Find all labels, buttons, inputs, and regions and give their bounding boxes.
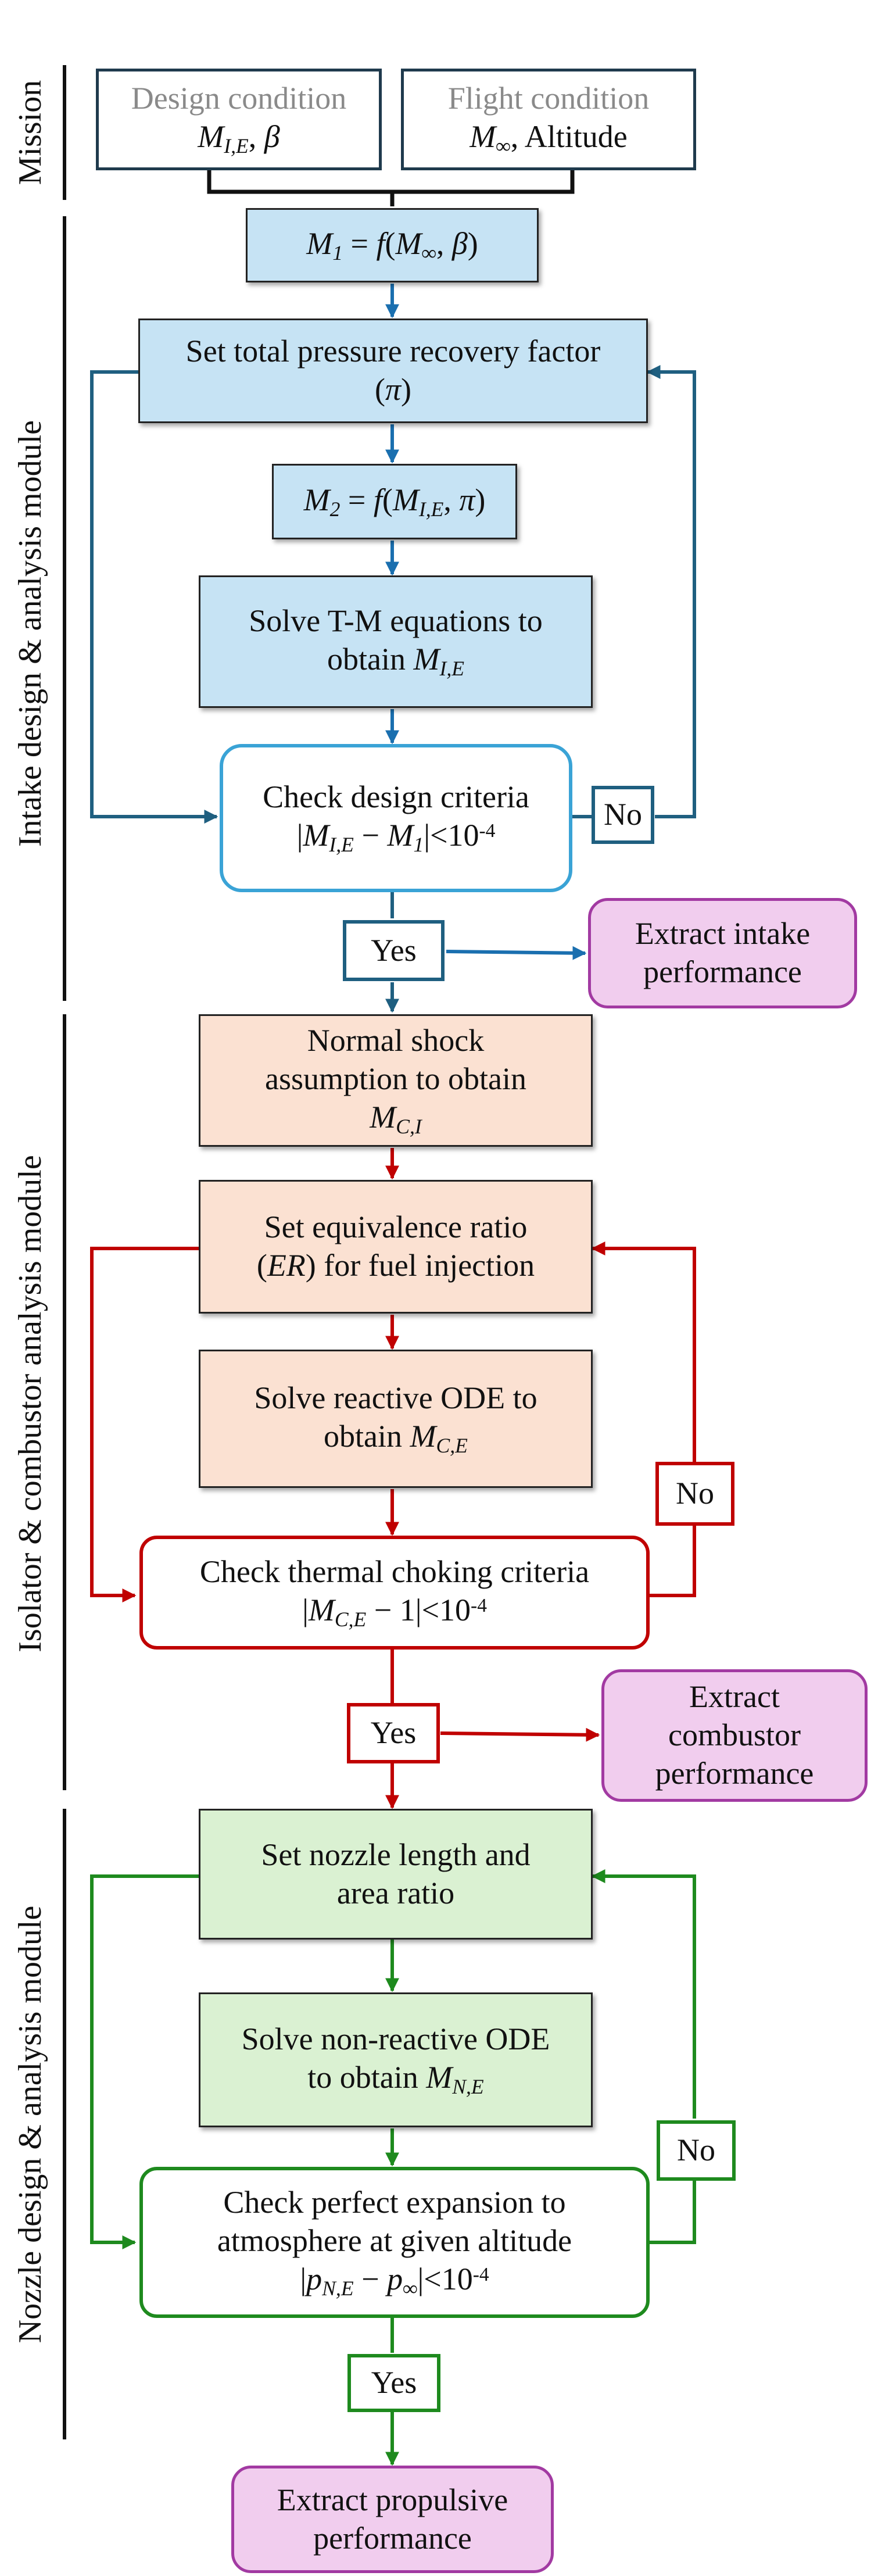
m2-equation-box: M2 = f(MI,E, π): [272, 464, 517, 539]
design-condition-title: Design condition: [131, 81, 347, 116]
mission-bracket: [63, 65, 66, 200]
check-perfect-expansion-box: Check perfect expansion to atmosphere at…: [139, 2167, 650, 2318]
nozzle-no-label: No: [657, 2120, 736, 2181]
arrow-set-pressure-bypass-to-check: [90, 370, 218, 824]
intake-no-label: No: [592, 786, 654, 844]
flight-condition-title: Flight condition: [447, 81, 650, 116]
arrow-no-loop-to-set-er: [591, 1242, 696, 1462]
module-label-intake: Intake design & analysis module: [12, 420, 48, 847]
connector-check-expansion-to-no: [650, 2181, 696, 2244]
intake-module-bracket: [63, 216, 66, 1001]
extract-intake-performance-box: Extract intake performance: [588, 898, 857, 1008]
module-label-mission: Mission: [12, 80, 48, 185]
set-pressure-recovery-box: Set total pressure recovery factor (π): [138, 319, 648, 423]
arrow-set-er-bypass-to-check-choking: [90, 1247, 199, 1602]
solve-tm-equations-box: Solve T-M equations to obtain MI,E: [199, 575, 593, 708]
solve-nonreactive-ode-box: Solve non-reactive ODE to obtain MN,E: [199, 1992, 593, 2127]
module-label-isolator-combustor: Isolator & combustor analysis module: [12, 1155, 48, 1652]
arrow-yes-to-extract-intake: [446, 946, 587, 960]
nozzle-module-bracket: [63, 1809, 66, 2439]
set-equivalence-ratio-box: Set equivalence ratio (ER) for fuel inje…: [199, 1180, 593, 1314]
m1-equation-box: M1 = f(M∞, β): [246, 208, 539, 282]
arrow-set-nozzle-bypass-to-check-expansion: [90, 1874, 199, 2249]
check-thermal-choking-box: Check thermal choking criteria |MC,E − 1…: [139, 1536, 650, 1650]
set-nozzle-length-box: Set nozzle length and area ratio: [199, 1809, 593, 1940]
arrow-yes-to-extract-combustor: [440, 1727, 600, 1742]
extract-combustor-performance-box: Extract combustor performance: [601, 1669, 868, 1802]
combustor-no-label: No: [655, 1462, 734, 1526]
mission-join-connector: [207, 169, 575, 194]
combustor-yes-label: Yes: [347, 1703, 440, 1763]
nozzle-yes-label: Yes: [347, 2354, 440, 2412]
extract-propulsive-performance-box: Extract propulsive performance: [231, 2466, 554, 2573]
flight-condition-box: Flight condition M∞, Altitude: [401, 69, 696, 170]
design-condition-box: Design condition MI,E, β: [96, 69, 382, 170]
connector-check-choking-to-no: [650, 1526, 696, 1597]
arrow-no-loop-to-set-nozzle: [591, 1869, 696, 2119]
normal-shock-assumption-box: Normal shock assumption to obtain MC,I: [199, 1014, 593, 1147]
arrow-no-loop-to-set-pressure: [646, 365, 696, 818]
isolator-module-bracket: [63, 1014, 66, 1790]
intake-yes-label: Yes: [343, 920, 445, 981]
module-label-nozzle: Nozzle design & analysis module: [12, 1905, 48, 2344]
solve-reactive-ode-box: Solve reactive ODE to obtain MC,E: [199, 1350, 593, 1488]
check-design-criteria-box: Check design criteria |MI,E − M1|<10-4: [220, 744, 572, 892]
